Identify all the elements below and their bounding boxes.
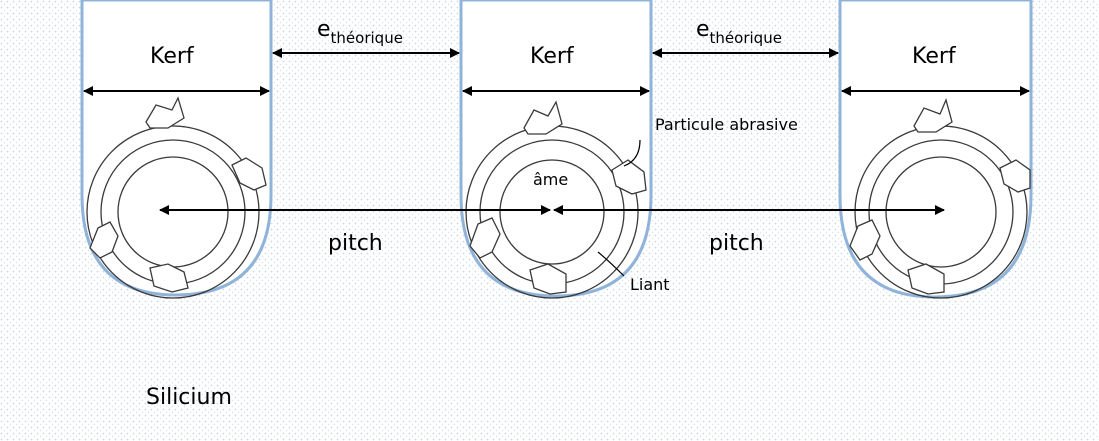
particle-label: Particule abrasive (655, 115, 798, 134)
binder-leader-line (597, 251, 625, 277)
abrasive-particle (999, 159, 1031, 193)
binder-label: Liant (630, 275, 670, 294)
e-theorique-label-2: ethéorique (696, 17, 782, 47)
abrasive-particle (469, 217, 501, 259)
kerf-slot-3 (838, 0, 1033, 299)
silicon-label: Silicium (146, 385, 232, 410)
e-theorique-label-1: ethéorique (317, 17, 403, 47)
particle-leader-line (623, 139, 641, 167)
pitch-label-2: pitch (709, 231, 764, 256)
kerf-slot-1 (80, 0, 273, 297)
core-label: âme (533, 170, 568, 189)
abrasive-particle (907, 263, 945, 295)
abrasive-particle (913, 98, 953, 133)
abrasive-particle (849, 219, 881, 261)
abrasive-particle (529, 263, 567, 295)
abrasive-particle (89, 221, 119, 259)
abrasive-particle (523, 100, 563, 135)
abrasive-particle (611, 159, 647, 195)
kerf-label-1: Kerf (150, 44, 195, 69)
abrasive-particle (145, 96, 185, 129)
abrasive-particle (149, 263, 189, 293)
abrasive-particle (231, 157, 267, 191)
kerf-label-2: Kerf (530, 44, 575, 69)
kerf-label-3: Kerf (912, 44, 957, 69)
pitch-label-1: pitch (328, 231, 383, 256)
